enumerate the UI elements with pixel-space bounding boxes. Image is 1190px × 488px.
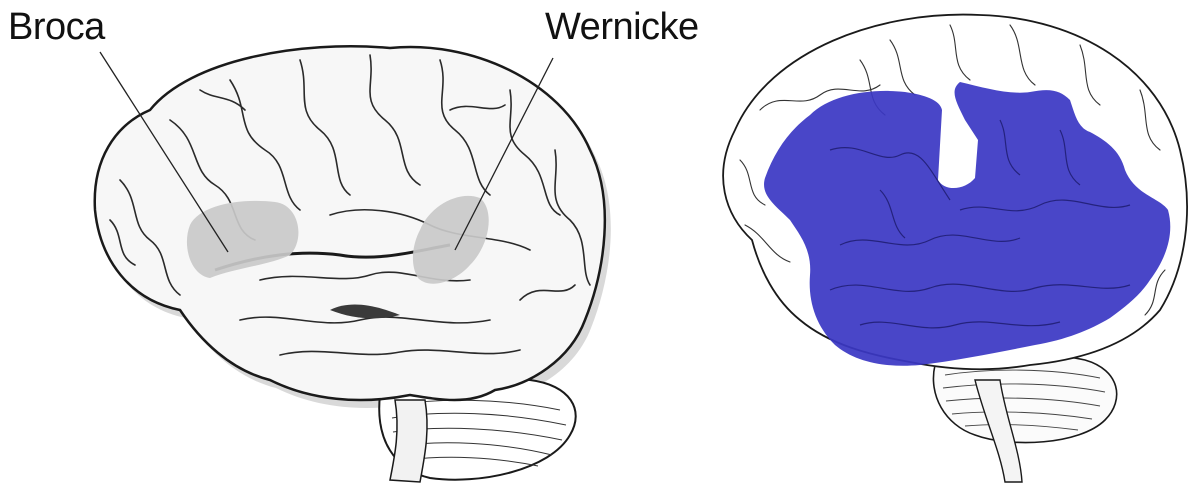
wernicke-label: Wernicke — [545, 8, 699, 46]
broca-label: Broca — [8, 8, 105, 46]
